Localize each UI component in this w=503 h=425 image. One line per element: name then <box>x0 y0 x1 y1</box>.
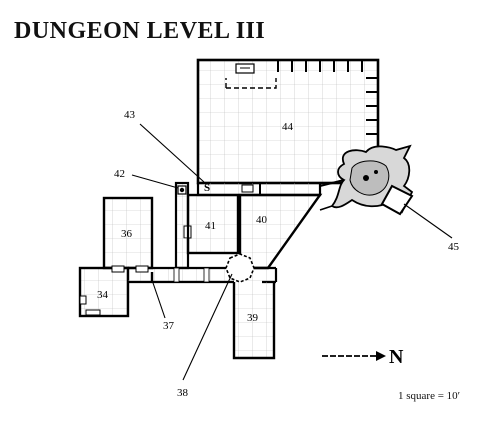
room-40 <box>238 193 323 270</box>
callout-label-37: 37 <box>163 320 175 332</box>
callout-label-38: 38 <box>177 387 189 399</box>
callout-leaders <box>131 123 453 381</box>
scale-note: 1 square = 10′ <box>398 390 461 402</box>
room-39 <box>232 282 276 360</box>
room-label-39: 39 <box>247 312 259 324</box>
room-label-40: 40 <box>256 214 268 226</box>
room-34 <box>78 266 130 318</box>
feature-38-pit <box>225 253 255 283</box>
room-label-45: 45 <box>448 241 460 253</box>
corridor-north <box>196 183 322 197</box>
compass-north-label: N <box>389 346 404 368</box>
arrow-head-icon <box>376 351 386 361</box>
room-label-41: 41 <box>205 220 216 232</box>
map-title: DUNGEON LEVEL III <box>14 18 266 44</box>
room-label-34: 34 <box>97 289 109 301</box>
room-label-36: 36 <box>121 228 133 240</box>
room-42 <box>174 181 190 270</box>
callout-label-43: 43 <box>124 109 136 121</box>
secret-door-mark: S <box>204 182 210 194</box>
cave-45 <box>319 144 414 216</box>
room-label-44: 44 <box>282 121 294 133</box>
callout-label-42: 42 <box>114 168 125 180</box>
north-arrow: N <box>322 346 404 368</box>
